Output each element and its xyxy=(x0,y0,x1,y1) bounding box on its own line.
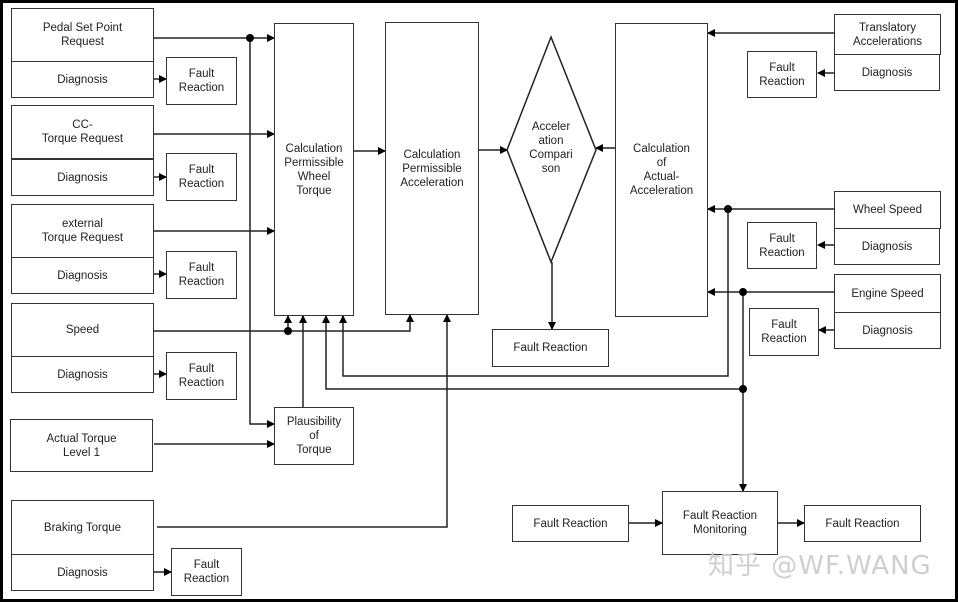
fault-reaction-label: Fault Reaction xyxy=(178,164,225,190)
junction-dot xyxy=(739,385,747,393)
fault-reaction-label: Fault Reaction xyxy=(761,319,807,345)
speed-label: Speed xyxy=(65,324,100,336)
acceleration-comparison-label: Acceler ation Compari son xyxy=(529,121,573,175)
external-fault-reaction-block: Fault Reaction xyxy=(166,251,237,299)
wire-speed-to-permissible-accel xyxy=(154,314,414,332)
engine-speed-block: Engine Speed xyxy=(834,274,941,313)
calc-permissible-acceleration-block: Calculation Permissible Acceleration xyxy=(385,22,479,315)
speed-diagnosis-block: Diagnosis xyxy=(11,356,154,393)
junction-dot xyxy=(724,205,732,213)
pedal-set-point-request-block: Pedal Set Point Request xyxy=(11,8,154,62)
wheel-speed-fault-reaction-block: Fault Reaction xyxy=(747,222,817,269)
pedal-fault-reaction-block: Fault Reaction xyxy=(166,57,237,105)
diagnosis-label: Diagnosis xyxy=(57,171,108,184)
wheel-speed-block: Wheel Speed xyxy=(834,191,941,229)
diagnosis-label: Diagnosis xyxy=(57,269,108,282)
calc-wheel-torque-label: Calculation Permissible Wheel Torque xyxy=(284,142,344,197)
fault-reaction-label: Fault Reaction xyxy=(759,61,805,88)
diagnosis-label: Diagnosis xyxy=(57,368,108,381)
junction-dot xyxy=(739,288,747,296)
fault-reaction-label: Fault Reaction xyxy=(825,517,900,530)
calc-permissible-wheel-torque-block: Calculation Permissible Wheel Torque xyxy=(274,23,354,316)
comparison-fault-reaction-block: Fault Reaction xyxy=(492,329,609,367)
speed-fault-reaction-block: Fault Reaction xyxy=(166,352,237,400)
wire-enginespeed-to-wheel-torque xyxy=(322,292,744,390)
fault-reaction-label: Fault Reaction xyxy=(513,342,588,354)
fault-reaction-label: Fault Reaction xyxy=(183,559,230,585)
cc-torque-label: CC- Torque Request xyxy=(41,119,124,145)
external-torque-label: external Torque Request xyxy=(41,218,124,244)
external-diagnosis-block: Diagnosis xyxy=(11,257,154,294)
translatory-accel-label: Translatory Accelerations xyxy=(852,21,923,48)
fault-reaction-label: Fault Reaction xyxy=(533,517,608,530)
calc-actual-accel-label: Calculation of Actual- Acceleration xyxy=(629,143,694,197)
fault-reaction-label: Fault Reaction xyxy=(178,262,225,288)
braking-fault-reaction-block: Fault Reaction xyxy=(171,548,242,596)
pedal-diagnosis-block: Diagnosis xyxy=(11,61,154,98)
translatory-fault-reaction-block: Fault Reaction xyxy=(747,51,817,98)
wheel-speed-label: Wheel Speed xyxy=(852,204,923,216)
plausibility-of-torque-block: Plausibility of Torque xyxy=(274,407,354,465)
engine-speed-label: Engine Speed xyxy=(851,287,924,300)
cc-fault-reaction-block: Fault Reaction xyxy=(166,153,237,201)
cc-diagnosis-block: Diagnosis xyxy=(11,158,154,196)
monitoring-input-fault-reaction-block: Fault Reaction xyxy=(512,505,629,542)
diagnosis-label: Diagnosis xyxy=(861,66,913,79)
speed-block: Speed xyxy=(11,303,154,357)
wire-braking-to-permissible-accel xyxy=(157,314,451,528)
engine-speed-fault-reaction-block: Fault Reaction xyxy=(749,308,819,356)
fault-reaction-label: Fault Reaction xyxy=(178,363,225,389)
calc-actual-acceleration-block: Calculation of Actual- Acceleration xyxy=(615,23,708,317)
pedal-set-point-label: Pedal Set Point Request xyxy=(42,22,123,48)
diagnosis-label: Diagnosis xyxy=(862,324,913,337)
acceleration-comparison-diamond xyxy=(506,34,597,265)
fault-reaction-monitoring-block: Fault Reaction Monitoring xyxy=(662,491,778,555)
cc-torque-request-block: CC- Torque Request xyxy=(11,105,154,159)
diagnosis-label: Diagnosis xyxy=(57,566,108,579)
braking-torque-label: Braking Torque xyxy=(43,521,122,534)
translatory-diagnosis-block: Diagnosis xyxy=(834,54,940,91)
monitoring-output-fault-reaction-block: Fault Reaction xyxy=(804,505,921,542)
watermark: 知乎 @WF.WANG xyxy=(708,551,932,581)
plausibility-label: Plausibility of Torque xyxy=(286,416,342,456)
wheel-speed-diagnosis-block: Diagnosis xyxy=(834,228,940,265)
fault-reaction-monitoring-label: Fault Reaction Monitoring xyxy=(682,510,758,536)
junction-dot xyxy=(284,327,292,335)
engine-speed-diagnosis-block: Diagnosis xyxy=(834,312,941,349)
junction-dot xyxy=(246,34,254,42)
wire-wheelspeed-to-wheel-torque xyxy=(339,209,729,377)
external-torque-request-block: external Torque Request xyxy=(11,204,154,258)
braking-diagnosis-block: Diagnosis xyxy=(11,554,154,591)
actual-torque-label: Actual Torque Level 1 xyxy=(46,432,117,459)
translatory-accelerations-block: Translatory Accelerations xyxy=(834,14,941,55)
fault-reaction-label: Fault Reaction xyxy=(178,68,225,94)
actual-torque-level1-block: Actual Torque Level 1 xyxy=(10,419,153,472)
diagnosis-label: Diagnosis xyxy=(861,240,913,253)
calc-permissible-accel-label: Calculation Permissible Acceleration xyxy=(400,148,464,189)
braking-torque-block: Braking Torque xyxy=(11,500,154,555)
diagnosis-label: Diagnosis xyxy=(57,73,108,86)
wire-pedal-to-plausibility xyxy=(249,38,275,428)
fault-reaction-label: Fault Reaction xyxy=(759,232,805,259)
